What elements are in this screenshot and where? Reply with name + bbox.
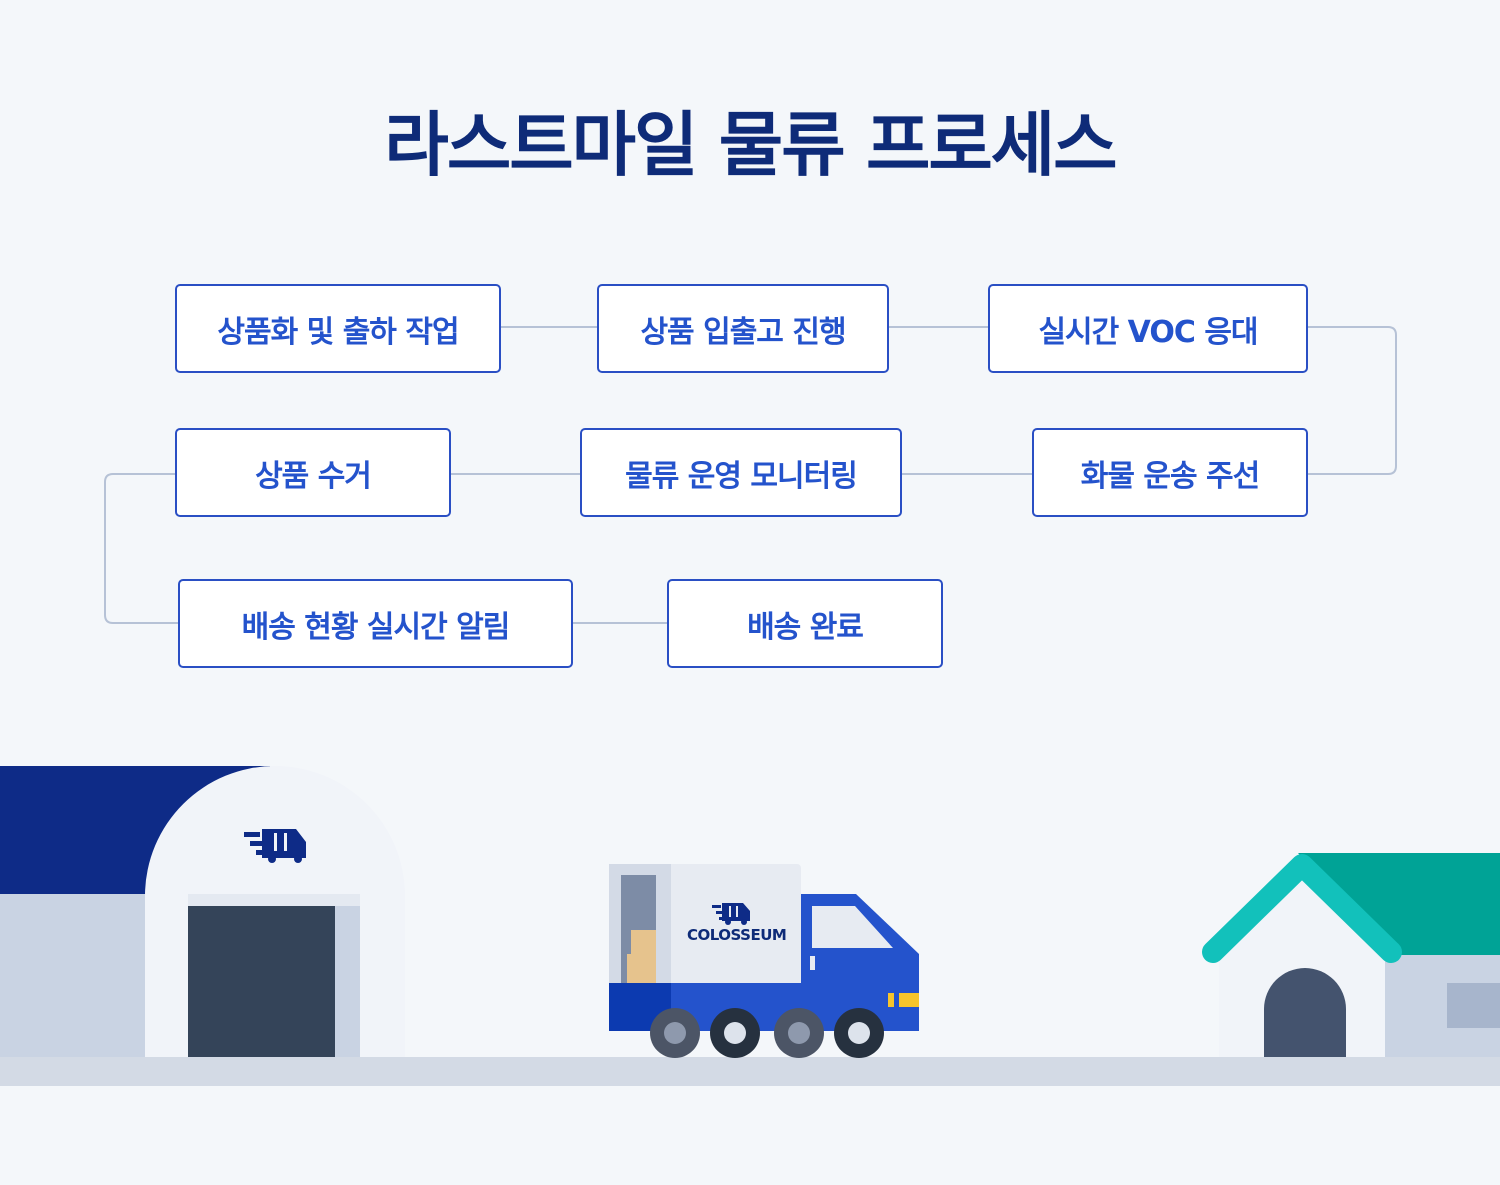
- truck-wheel: [834, 1008, 884, 1058]
- diagram-title: 라스트마일 물류 프로세스: [384, 104, 1117, 186]
- step-packaging-shipping: 상품화 및 출하 작업: [175, 284, 501, 373]
- step-logistics-monitoring: 물류 운영 모니터링: [580, 428, 902, 517]
- step-inbound-outbound: 상품 입출고 진행: [597, 284, 889, 373]
- connector-3-4: [1308, 326, 1397, 475]
- house-window: [1447, 983, 1500, 1028]
- step-product-pickup: 상품 수거: [175, 428, 451, 517]
- connector-6-7: [104, 473, 178, 624]
- delivery-truck-logo-icon: [244, 829, 306, 863]
- truck-brand-label: COLOSSEUM: [687, 926, 787, 944]
- truck-wheel: [774, 1008, 824, 1058]
- step-delivery-complete: 배송 완료: [667, 579, 943, 668]
- ground: [0, 1057, 1500, 1086]
- flow-connectors: [104, 326, 1397, 624]
- step-realtime-voc: 실시간 VOC 응대: [988, 284, 1308, 373]
- delivery-truck-illustration: [609, 864, 919, 1058]
- step-delivery-notification: 배송 현황 실시간 알림: [178, 579, 573, 668]
- truck-wheel: [650, 1008, 700, 1058]
- cargo-box: [631, 930, 656, 954]
- step-freight-brokerage: 화물 운송 주선: [1032, 428, 1308, 517]
- house-illustration: [1202, 853, 1500, 1057]
- house-door: [1264, 968, 1346, 1057]
- cargo-box: [627, 954, 656, 984]
- truck-brand-icon: [712, 903, 750, 925]
- warehouse-illustration: [0, 766, 405, 1057]
- warehouse-door: [188, 906, 335, 1057]
- truck-wheel: [710, 1008, 760, 1058]
